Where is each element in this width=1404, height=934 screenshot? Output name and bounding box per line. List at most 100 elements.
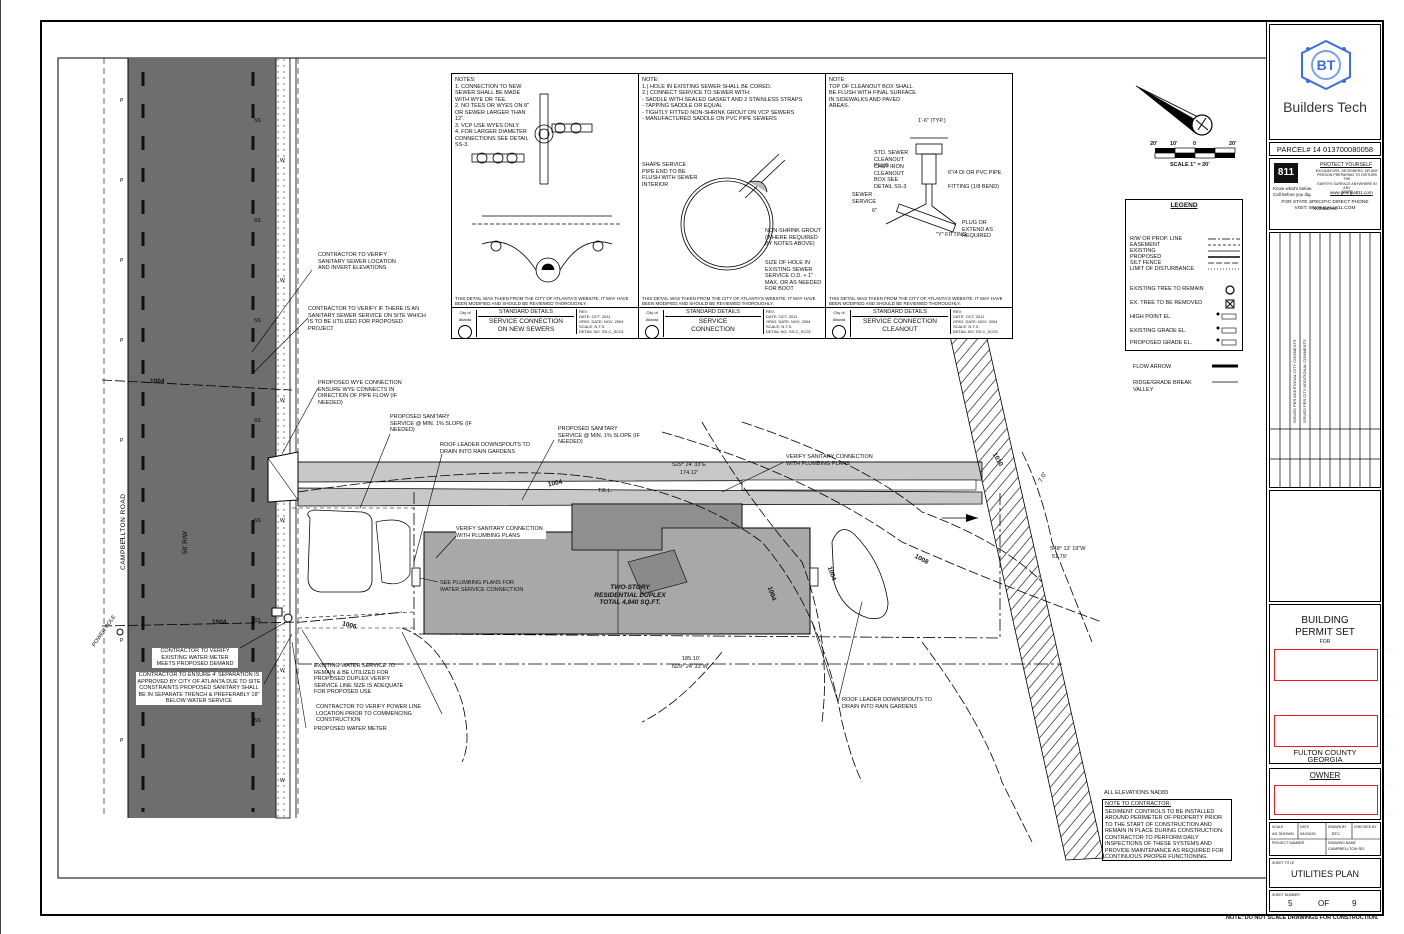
drawing-sheet-border xyxy=(40,20,1384,916)
call811-lines: EXCAVATORS, DESIGNERS, OR ANY PERSON PRE… xyxy=(1314,169,1380,194)
note-elevations: ALL ELEVATIONS NAD83 xyxy=(1104,790,1169,796)
detail2-city: City of Atlanta xyxy=(645,310,659,322)
permit-for-redbox-1 xyxy=(1274,649,1378,681)
building-label-line-1: TWO-STORY xyxy=(610,584,650,591)
detail2-callout-3: SIZE OF HOLE IN EXISTING SEWER SERVICE O… xyxy=(765,260,822,292)
detail3-seal: City of Atlanta xyxy=(828,310,851,339)
svg-text:W: W xyxy=(280,398,285,404)
rain-garden-2 xyxy=(831,529,889,620)
legend-item-proposed: PROPOSED xyxy=(1130,254,1162,260)
detail2-note-4: - TAPPING SADDLE OR EQUAL xyxy=(642,103,723,109)
legend-item-silt-fence: SILT FENCE xyxy=(1130,260,1162,266)
detail2-note-1: 1.) HOLE IN EXISTING SEWER SHALL BE CORE… xyxy=(642,83,772,90)
legend-item-ridge: RIDGE/GRADE BREAK VALLEY xyxy=(1133,380,1192,393)
sheet-number: 5 xyxy=(1288,899,1293,908)
svg-text:W: W xyxy=(280,518,285,524)
owner-label: OWNER xyxy=(1309,771,1341,780)
legend-item-tree-remain: EXISTING TREE TO REMAIN xyxy=(1130,286,1204,292)
detail1-note-1: 1. CONNECTION TO NEW SEWER SHALL BE MADE… xyxy=(455,83,522,103)
detail3-callout-5: 6"/4 DI OR PVC PIPE xyxy=(948,170,1002,176)
note-sanitary-service-2: PROPOSED SANITARY SERVICE @ MIN. 1% SLOP… xyxy=(558,426,640,445)
call811-line-3: EARTH'S SURFACE ANYWHERE IN ANY xyxy=(1317,181,1377,190)
legend-item-high-point: HIGH POINT EL. xyxy=(1130,314,1172,320)
detail3-header: STANDARD DETAILS xyxy=(852,309,948,317)
detail2-title-1: SERVICE xyxy=(698,318,728,325)
scale-caption: SCALE 1" = 20' xyxy=(1170,162,1210,168)
legend-symbols-lower xyxy=(1212,364,1238,383)
sheet-of: OF xyxy=(1318,899,1330,908)
detail1-orig: ORIG. DATE: NOV. 2004 xyxy=(579,319,624,324)
svg-text:P: P xyxy=(120,98,124,104)
note-wye-connection: PROPOSED WYE CONNECTION ENSURE WYE CONNE… xyxy=(318,380,402,406)
legend-item-lod: LIMIT OF DISTURBANCE xyxy=(1130,266,1195,272)
svg-text:SS: SS xyxy=(254,718,261,724)
logo-letters: BT xyxy=(1317,57,1336,73)
legend-item-easement: EASEMENT xyxy=(1130,242,1161,248)
owner-cell: OWNER xyxy=(1269,768,1381,820)
date-value: 04/03/26 xyxy=(1300,831,1316,836)
detail2-note-2: 2.) CONNECT SERVICE TO SEWER WITH: xyxy=(642,90,751,96)
revision-text-2: ISSUED PER CITY ADDITIONAL COMMENTS xyxy=(1302,339,1307,423)
call811-protect: PROTECT YOURSELF xyxy=(1320,162,1373,168)
detail2-orig: ORIG. DATE: NOV. 2004 xyxy=(766,319,811,324)
detail3-meta: REV. DATE: OCT. 2011 ORIG. DATE: NOV. 20… xyxy=(950,309,1013,334)
detail3-callout-1: STD. SEWER CLEANOUT PLUG xyxy=(874,150,909,169)
detail2-rev: REV. xyxy=(766,309,775,314)
revision-text-1: ISSUED PER ADDITIONAL CITY COMMENTS xyxy=(1292,339,1297,423)
detail3-title-1: SERVICE CONNECTION xyxy=(863,318,937,325)
detail3-title-2: CLEANOUT xyxy=(882,326,918,333)
svg-text:SS: SS xyxy=(254,118,261,124)
detail3-callout-3: SEWER SERVICE xyxy=(852,192,877,205)
building-label: TWO-STORY RESIDENTIAL DUPLEX TOTAL 4,840… xyxy=(576,584,684,607)
legend-item-tree-removed: EX. TREE TO BE REMOVED xyxy=(1130,300,1203,306)
call811-line-1: EXCAVATORS, DESIGNERS, OR ANY xyxy=(1315,169,1379,173)
detail1-date: DATE: OCT. 2011 xyxy=(579,314,611,319)
standard-details-box: NOTES: 1. CONNECTION TO NEW SEWER SHALL … xyxy=(451,73,1013,339)
svg-text:P: P xyxy=(120,178,124,184)
bearing-right: S48° 12' 19"W xyxy=(1050,546,1086,552)
note-verify-existing-service: CONTRACTOR TO VERIFY IF THERE IS AN SANI… xyxy=(308,306,426,332)
detail3-detail-no: DETAIL NO. SS-C_SC03 xyxy=(953,329,998,334)
permit-for: FOR xyxy=(1319,639,1331,645)
scale-value: AS SHOWN xyxy=(1272,831,1294,836)
scale-label-20-right: 20' xyxy=(1229,141,1237,147)
blank-cell xyxy=(1269,490,1381,602)
detail2-date: DATE: OCT. 2011 xyxy=(766,314,798,319)
legend-symbols xyxy=(1208,238,1240,346)
detail2-title-2: CONNECTION xyxy=(691,326,735,333)
meta-grid-lines xyxy=(1270,823,1380,855)
detail2-titleblock: City of Atlanta STANDARD DETAILS SERVICE… xyxy=(639,307,825,339)
detail3-city: City of Atlanta xyxy=(832,310,846,322)
legend-item-existing: EXISTING xyxy=(1130,248,1156,254)
rain-garden-1 xyxy=(307,509,373,593)
checked-label: CHECKED BY xyxy=(1354,825,1377,829)
building-label-line-3: TOTAL 4,840 SQ.FT. xyxy=(599,599,661,606)
date-label: DATE xyxy=(1300,825,1310,829)
call811-line-2: PERSON PREPARING TO DISTURB THE xyxy=(1317,173,1377,182)
tel-label: T.E.L. xyxy=(598,488,613,494)
call811-visit: VISIT: WWW.CALL811.COM xyxy=(1294,206,1356,211)
revision-grid: ISSUED PER ADDITIONAL CITY COMMENTS ISSU… xyxy=(1269,232,1381,488)
svg-text:SS: SS xyxy=(254,418,261,424)
detail1-note-2: 2. NO TEES OR WYES ON 8" OR SEWER LARGER… xyxy=(455,103,529,122)
permit-for-redbox-2 xyxy=(1274,715,1378,747)
detail3-date: DATE: OCT. 2011 xyxy=(953,314,985,319)
detail3-note-1: TOP OF CLEANOUT BOX SHALL BE FLUSH WITH … xyxy=(829,83,916,110)
detail1-header: STANDARD DETAILS xyxy=(478,309,574,317)
detail3-titleblock: City of Atlanta STANDARD DETAILS SERVICE… xyxy=(826,307,1012,339)
tree-remain-icon xyxy=(1225,285,1235,295)
state: GEORGIA xyxy=(1307,755,1343,764)
meta-grid: SCALE AS SHOWN DATE 04/03/26 DRAWN BY BT… xyxy=(1269,822,1381,856)
call811-cell: 811 PROTECT YOURSELF EXCAVATORS, DESIGNE… xyxy=(1269,158,1381,230)
detail3-rev: REV. xyxy=(953,309,962,314)
company-name: Builders Tech xyxy=(1283,99,1367,115)
detail3-disclaimer: THIS DETAIL WAS TAKEN FROM THE CITY OF A… xyxy=(829,296,1003,306)
detail1-notes-title: NOTES: xyxy=(455,77,476,83)
detail1-disclaimer: THIS DETAIL WAS TAKEN FROM THE CITY OF A… xyxy=(455,296,629,306)
permit-cell: BUILDING PERMIT SET FOR FULTON COUNTY GE… xyxy=(1269,604,1381,764)
detail1-title-1: SERVICE CONNECTION xyxy=(489,318,563,325)
parcel-number: PARCEL# 14 013700080058 xyxy=(1269,142,1381,156)
note-verify-plumbing-2: VERIFY SANITARY CONNECTION WITH PLUMBING… xyxy=(456,526,546,539)
call811-state-numbers: FOR STATE SPECIFIC DIRECT PHONE NUMBERS xyxy=(1281,200,1369,212)
detail1-rev: REV. xyxy=(579,309,588,314)
